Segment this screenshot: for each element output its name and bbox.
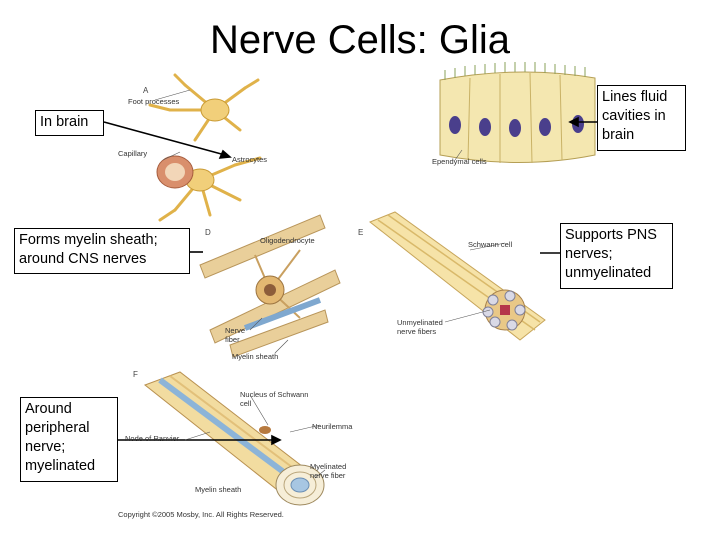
panel-letter-e: E (358, 228, 364, 237)
label-nerve-fiber: Nerve fiber (225, 326, 246, 344)
copyright-text: Copyright ©2005 Mosby, Inc. All Rights R… (118, 510, 284, 519)
panel-letter-d: D (205, 228, 211, 237)
callout-cns-myelin: Forms myelin sheath; around CNS nerves (14, 228, 190, 274)
pointer-arrows (103, 116, 597, 446)
label-ependymal-cells: Ependymal cells (432, 157, 487, 166)
label-myelin-sheath-f: Myelin sheath (195, 485, 242, 494)
label-foot-processes: Foot processes (128, 97, 180, 106)
callout-pns-unmyelinated: Supports PNS nerves; unmyelinated (560, 223, 673, 289)
label-capillary: Capillary (118, 149, 148, 158)
callout-lines-fluid-cavities: Lines fluid cavities in brain (597, 85, 686, 151)
page-title: Nerve Cells: Glia (209, 18, 511, 62)
label-leaders (154, 89, 506, 479)
callout-in-brain: In brain (35, 110, 104, 136)
astrocyte-figure (148, 73, 262, 222)
label-myelin-sheath-d: Myelin sheath (232, 352, 279, 361)
oligodendrocyte-figure (199, 214, 341, 358)
label-oligodendrocyte: Oligodendrocyte (260, 236, 315, 245)
label-astrocytes: Astrocytes (232, 155, 268, 164)
label-nucleus-schwann-cell: Nucleus of Schwann cell (240, 390, 309, 408)
panel-letter-a: A (143, 86, 149, 95)
myelinated-fiber-figure (143, 371, 325, 506)
label-myelinated-nerve-fiber: Myelinated nerve fiber (310, 462, 347, 480)
label-unmyelinated-nerve-fibers: Unmyelinated nerve fibers (397, 318, 443, 336)
schwann-figure (369, 211, 546, 341)
label-node-of-ranvier: Node of Ranvier (125, 434, 180, 443)
label-schwann-cell: Schwann cell (468, 240, 513, 249)
label-neurilemma: Neurilemma (312, 422, 353, 431)
ependymal-figure (439, 62, 596, 164)
callout-peripheral-myelinated: Around peripheral nerve; myelinated (20, 397, 118, 482)
panel-letter-f: F (133, 370, 138, 379)
